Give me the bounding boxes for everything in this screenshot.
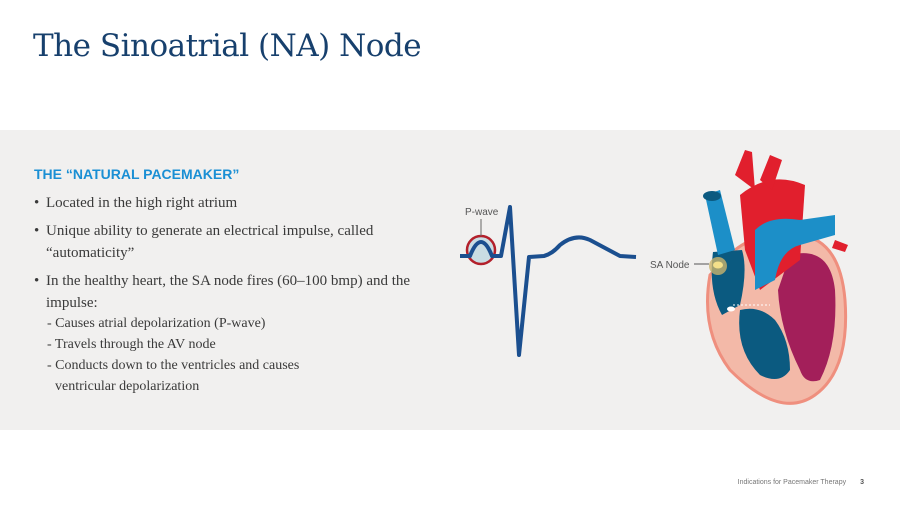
bullet-text: In the healthy heart, the SA node fires … <box>46 273 411 311</box>
bullet: •Located in the high right atrium <box>34 192 394 214</box>
ecg-heart-figure: P-wave SA Node <box>460 150 848 405</box>
sub-bullet: ventricular depolarization <box>55 379 200 394</box>
page-title: The Sinoatrial (NA) Node <box>33 28 422 64</box>
ecg-line <box>460 205 637 357</box>
page-number: 3 <box>860 479 864 486</box>
footer-text: Indications for Pacemaker Therapy <box>737 479 847 486</box>
ecg-trace: P-wave <box>460 205 637 357</box>
footer: Indications for Pacemaker Therapy 3 <box>738 479 864 486</box>
sub-bullet: - Conducts down to the ventricles and ca… <box>47 358 300 373</box>
heart-illustration <box>703 150 848 405</box>
bullet: •Unique ability to generate an electrica… <box>34 220 384 264</box>
sub-bullet: - Travels through the AV node <box>47 337 216 352</box>
pwave-label: P-wave <box>465 207 499 218</box>
subheading: THE “NATURAL PACEMAKER” <box>34 166 240 182</box>
bullet-text: Unique ability to generate an electrical… <box>46 223 374 261</box>
bullet-text: Located in the high right atrium <box>46 195 238 211</box>
sa-node-label: SA Node <box>650 260 690 271</box>
sub-bullet: - Causes atrial depolarization (P-wave) <box>47 316 266 331</box>
bullet: •In the healthy heart, the SA node fires… <box>34 270 419 314</box>
